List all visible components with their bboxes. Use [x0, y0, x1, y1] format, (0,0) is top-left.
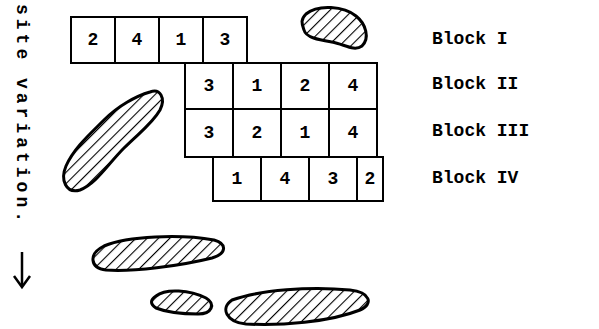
- plot-cell: 3: [184, 108, 234, 158]
- treatment-number: 2: [252, 123, 263, 143]
- axis-note: site variation.: [12, 4, 32, 226]
- plot-cell: 2: [70, 16, 116, 64]
- plot-cell: 3: [184, 62, 234, 110]
- treatment-number: 3: [204, 123, 215, 143]
- plot-cell: 1: [280, 108, 330, 158]
- block-label: Block I: [432, 29, 508, 49]
- plot-cell: 2: [280, 62, 330, 110]
- treatment-number: 3: [220, 30, 231, 50]
- plot-cell: 1: [232, 62, 282, 110]
- plot-cell: 4: [328, 62, 378, 110]
- plot-cell: 1: [158, 16, 204, 64]
- treatment-number: 4: [348, 123, 359, 143]
- treatment-number: 3: [328, 169, 339, 189]
- treatment-number: 1: [300, 123, 311, 143]
- plot-cell: 2: [356, 156, 384, 202]
- treatment-number: 1: [232, 169, 243, 189]
- treatment-number: 2: [300, 76, 311, 96]
- treatment-number: 4: [132, 30, 143, 50]
- soil-patches: [64, 7, 369, 324]
- plot-cell: 2: [232, 108, 282, 158]
- soil-patch: [226, 288, 368, 324]
- treatment-number: 2: [365, 169, 376, 189]
- treatment-number: 1: [252, 76, 263, 96]
- plot-cell: 4: [328, 108, 378, 158]
- variation-arrow: [14, 252, 30, 287]
- treatment-number: 1: [176, 30, 187, 50]
- treatment-number: 4: [348, 76, 359, 96]
- soil-patch: [64, 91, 163, 191]
- soil-patch: [93, 237, 224, 271]
- treatment-number: 4: [280, 169, 291, 189]
- plot-cell: 1: [212, 156, 262, 202]
- plot-cell: 3: [308, 156, 358, 202]
- arrow-head: [14, 276, 30, 287]
- block-label: Block III: [432, 121, 529, 141]
- arrow-shaft: [21, 252, 24, 286]
- soil-patch: [302, 7, 366, 48]
- block-label: Block II: [432, 74, 518, 94]
- plot-cell: 4: [260, 156, 310, 202]
- treatment-number: 3: [204, 76, 215, 96]
- block-label: Block IV: [432, 168, 518, 188]
- treatment-number: 2: [88, 30, 99, 50]
- soil-patch: [152, 291, 212, 314]
- plot-cell: 4: [114, 16, 160, 64]
- plot-cell: 3: [202, 16, 248, 64]
